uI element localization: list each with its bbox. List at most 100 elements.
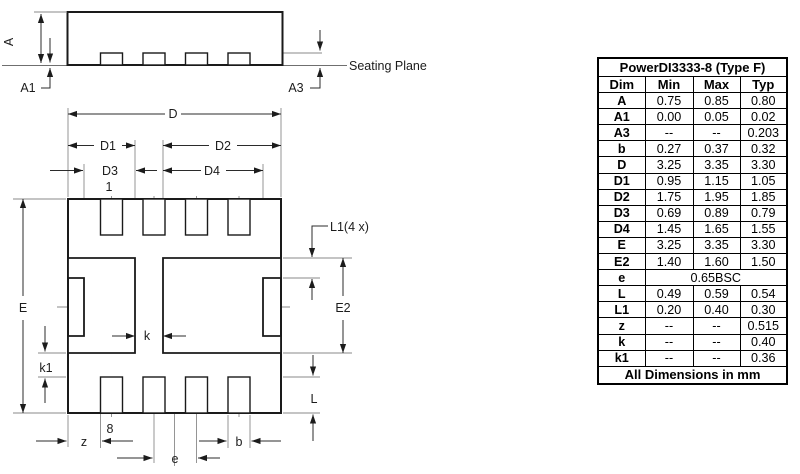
- table-header-row: Dim Min Max Typ: [597, 75, 788, 94]
- cell-max: 3.35: [692, 236, 741, 255]
- cell-typ: 1.55: [739, 220, 788, 238]
- dim-arrow-A1-lower: [41, 68, 54, 89]
- table-footer-row: All Dimensions in mm: [597, 365, 788, 385]
- cell-min: 1.75: [644, 188, 694, 206]
- cell-dim: k: [597, 333, 646, 351]
- cell-min: --: [644, 317, 694, 335]
- cell-max: --: [692, 124, 741, 142]
- cell-dim: E2: [597, 253, 646, 271]
- label-z: z: [81, 435, 87, 449]
- cell-typ: 0.40: [739, 333, 788, 351]
- cell-typ: 1.85: [739, 188, 788, 206]
- cell-min: 0.00: [644, 108, 694, 126]
- side-lead-1: [99, 52, 124, 66]
- lead-pin-5: [227, 376, 251, 414]
- cell-dim: D: [597, 156, 646, 174]
- table-title: PowerDI3333-8 (Type F): [597, 57, 788, 77]
- side-lead-2: [142, 52, 166, 66]
- cell-typ: 1.50: [739, 253, 788, 271]
- lead-pin-7: [142, 376, 166, 414]
- table-row: k----0.40: [597, 333, 788, 351]
- col-header-min: Min: [644, 75, 694, 94]
- label-E: E: [19, 301, 27, 315]
- cell-min: 3.25: [644, 156, 694, 174]
- cell-min: 0.75: [644, 92, 694, 110]
- label-A3: A3: [288, 81, 303, 95]
- lead-pin-6: [184, 376, 209, 414]
- cell-min: 0.95: [644, 172, 694, 190]
- label-A: A: [2, 37, 16, 46]
- label-D: D: [168, 107, 177, 121]
- cell-dim: E: [597, 236, 646, 255]
- lead-pin-8: [99, 376, 124, 414]
- cell-dim: L: [597, 285, 646, 303]
- lead-pin-1: [99, 198, 124, 236]
- label-e: e: [172, 452, 179, 466]
- label-L1: L1(4 x): [330, 220, 369, 234]
- cell-max: --: [692, 317, 741, 335]
- side-view-body: [66, 11, 284, 66]
- table-row: A3----0.203: [597, 124, 788, 142]
- cell-dim: z: [597, 317, 646, 335]
- cell-dim: D1: [597, 172, 646, 190]
- label-b: b: [236, 435, 243, 449]
- dim-arrow-A3-lower: [310, 68, 324, 89]
- label-seating-plane: Seating Plane: [349, 59, 427, 73]
- right-thermal-pad: [162, 257, 282, 354]
- bottom-view: D D1 D2 D3 D4 1 E E2 L1(4 x) k: [13, 107, 369, 466]
- cell-max: 1.60: [692, 253, 741, 271]
- cell-typ: 0.515: [739, 317, 788, 335]
- cell-dim: k1: [597, 349, 646, 367]
- cell-min: 0.69: [644, 204, 694, 222]
- dimension-table: PowerDI3333-8 (Type F) Dim Min Max Typ A…: [597, 57, 789, 386]
- cell-max: 0.89: [692, 204, 741, 222]
- label-k: k: [144, 329, 151, 343]
- cell-dim: A: [597, 92, 646, 110]
- lead-pin-4: [227, 198, 251, 236]
- cell-typ: 1.05: [739, 172, 788, 190]
- cell-max: 0.40: [692, 301, 741, 319]
- cell-typ: 0.203: [739, 124, 788, 142]
- cell-min: --: [644, 333, 694, 351]
- label-D3: D3: [102, 164, 118, 178]
- side-lead-3: [184, 52, 209, 66]
- label-L: L: [311, 392, 318, 406]
- table-row: z----0.515: [597, 317, 788, 335]
- cell-typ: 0.32: [739, 140, 788, 158]
- col-header-max: Max: [692, 75, 741, 94]
- cell-dim: e: [597, 269, 646, 287]
- cell-max: 0.59: [692, 285, 741, 303]
- cell-min: 3.25: [644, 236, 694, 255]
- cell-max: --: [692, 333, 741, 351]
- cell-typ: 0.80: [739, 92, 788, 110]
- cell-min: 1.45: [644, 220, 694, 238]
- side-view: A A1 A3 Seating Plane: [2, 11, 427, 95]
- cell-min: --: [644, 349, 694, 367]
- pin1-marker: 1: [106, 180, 113, 194]
- lead-pin-3: [184, 198, 209, 236]
- cell-dim: A3: [597, 124, 646, 142]
- cell-max: 0.05: [692, 108, 741, 126]
- cell-typ: 3.30: [739, 156, 788, 174]
- label-k1: k1: [39, 361, 52, 375]
- cell-min: 0.49: [644, 285, 694, 303]
- cell-dim: L1: [597, 301, 646, 319]
- cell-typ: 3.30: [739, 236, 788, 255]
- cell-min: 1.40: [644, 253, 694, 271]
- pin8-marker: 8: [107, 422, 114, 436]
- table-title-row: PowerDI3333-8 (Type F): [597, 57, 788, 77]
- left-thermal-pad: [67, 257, 136, 354]
- cell-max: 0.85: [692, 92, 741, 110]
- label-D4: D4: [204, 164, 220, 178]
- table-row: k1----0.36: [597, 349, 788, 367]
